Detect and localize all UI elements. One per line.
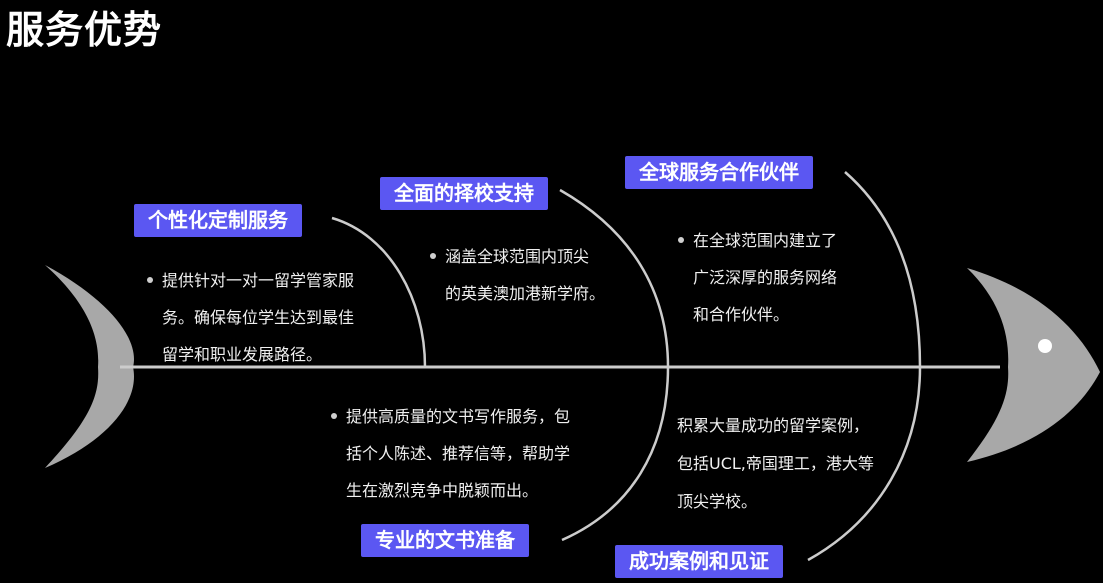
text-line: 涵盖全球范围内顶尖 — [430, 238, 605, 275]
text-line: 在全球范围内建立了 — [678, 222, 837, 259]
bone-arc-school — [559, 188, 670, 368]
text-line: 提供针对一对一留学管家服 — [147, 262, 354, 299]
text-line: 括个人陈述、推荐信等，帮助学 — [346, 444, 571, 463]
text-personalized: 提供针对一对一留学管家服 务。确保每位学生达到最佳 留学和职业发展路径。 — [147, 262, 354, 373]
text-line: 生在激烈竞争中脱颖而出。 — [346, 481, 539, 500]
fish-eye-icon — [1038, 339, 1052, 353]
text-global-network: 在全球范围内建立了 广泛深厚的服务网络 和合作伙伴。 — [678, 222, 837, 333]
bone-arc-global — [844, 171, 922, 368]
text-line: 顶尖学校。 — [677, 492, 758, 511]
page-title: 服务优势 — [6, 8, 163, 52]
label-personalized: 个性化定制服务 — [134, 204, 302, 237]
bone-arc-personalized — [331, 216, 427, 368]
text-line: 务。确保每位学生达到最佳 — [162, 308, 355, 327]
text-writing: 提供高质量的文书写作服务，包 括个人陈述、推荐信等，帮助学 生在激烈竞争中脱颖而… — [331, 398, 570, 509]
text-line: 积累大量成功的留学案例， — [677, 416, 870, 435]
text-line: 包括UCL,帝国理工，港大等 — [677, 454, 874, 473]
text-line: 的英美澳加港新学府。 — [445, 284, 606, 303]
fish-tail-icon — [45, 265, 134, 468]
text-line: 广泛深厚的服务网络 — [693, 268, 838, 287]
label-school-selection: 全面的择校支持 — [380, 177, 548, 210]
fish-head-icon — [967, 268, 1100, 462]
text-success-cases: 积累大量成功的留学案例， 包括UCL,帝国理工，港大等 顶尖学校。 — [677, 407, 874, 521]
label-writing: 专业的文书准备 — [361, 524, 529, 557]
label-global-network: 全球服务合作伙伴 — [625, 156, 813, 189]
bone-arc-writing — [561, 366, 670, 542]
label-success-cases: 成功案例和见证 — [615, 545, 783, 578]
text-line: 留学和职业发展路径。 — [162, 345, 323, 364]
text-school-selection: 涵盖全球范围内顶尖 的英美澳加港新学府。 — [430, 238, 605, 312]
text-line: 和合作伙伴。 — [693, 305, 790, 324]
bone-arc-cases — [807, 366, 922, 562]
text-line: 提供高质量的文书写作服务，包 — [331, 398, 570, 435]
